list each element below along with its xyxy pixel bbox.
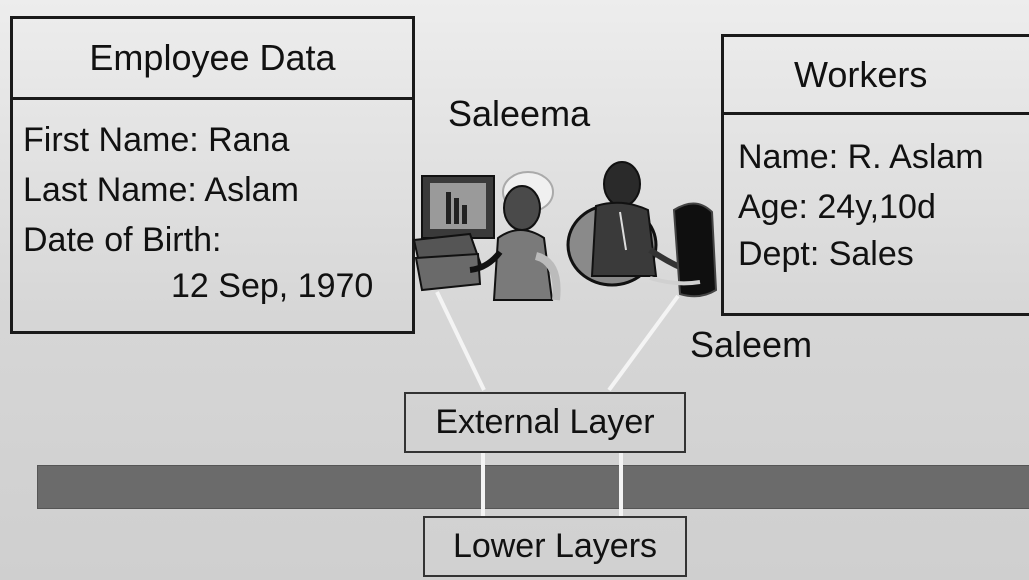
external-layer-box: External Layer — [404, 392, 686, 453]
man-at-computer-icon — [566, 161, 718, 298]
dob-label: Date of Birth: — [23, 221, 222, 259]
user-saleem-label: Saleem — [690, 324, 813, 365]
worker-dept-field: Dept: Sales — [738, 235, 914, 273]
employee-data-title: Employee Data — [13, 19, 412, 100]
first-name-field: First Name: Rana — [23, 121, 290, 159]
connector-saleema — [435, 291, 486, 391]
last-name-field: Last Name: Aslam — [23, 171, 299, 209]
connector-saleem — [607, 294, 680, 392]
dob-value: 12 Sep, 1970 — [171, 267, 374, 305]
employee-data-box: Employee Data First Name: Rana Last Name… — [10, 16, 415, 334]
connector-lines — [435, 291, 680, 516]
worker-age-field: Age: 24y,10d — [738, 188, 936, 226]
lower-layers-box: Lower Layers — [423, 516, 687, 577]
workers-title: Workers — [724, 37, 1029, 115]
woman-at-computer-icon — [412, 171, 561, 301]
worker-name-field: Name: R. Aslam — [738, 138, 984, 176]
user-saleema-label: Saleema — [448, 93, 591, 134]
layer-separator-bar — [37, 465, 1029, 509]
workers-box: Workers Name: R. Aslam Age: 24y,10d Dept… — [721, 34, 1029, 316]
